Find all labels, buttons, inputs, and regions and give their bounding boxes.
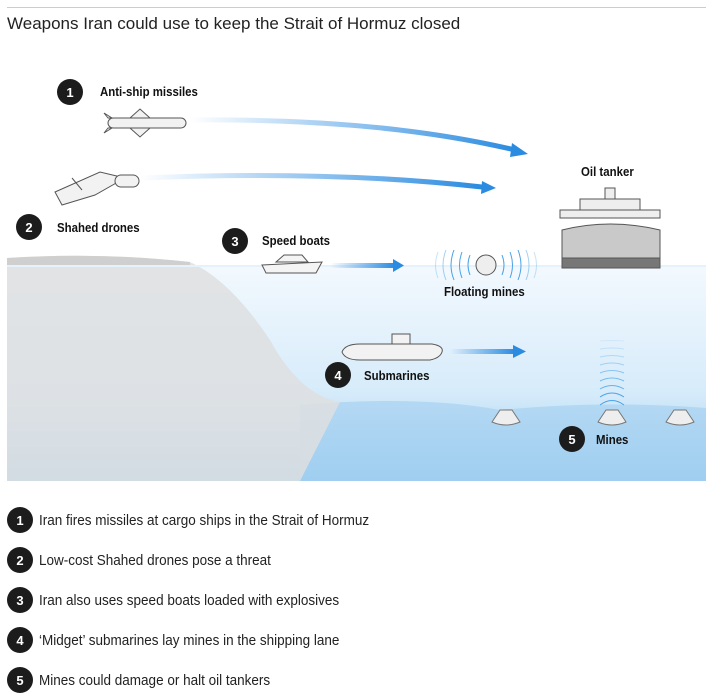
land-shelf [7, 255, 340, 481]
legend-number: 4 [7, 627, 33, 653]
legend-number: 5 [7, 667, 33, 693]
drone-trajectory-arrow [139, 172, 483, 190]
legend-item: 1 Iran fires missiles at cargo ships in t… [7, 500, 406, 540]
legend-list: 1 Iran fires missiles at cargo ships in t… [7, 500, 406, 700]
label-anti-ship-missiles: Anti-ship missiles [100, 84, 198, 99]
legend-text: Iran also uses speed boats loaded with e… [39, 591, 340, 609]
legend-number: 1 [7, 507, 33, 533]
illustration [7, 108, 706, 481]
legend-item: 5 Mines could damage or halt oil tankers [7, 660, 406, 700]
legend-text: Mines could damage or halt oil tankers [39, 671, 271, 689]
callout-number: 2 [16, 214, 42, 240]
legend-number: 2 [7, 547, 33, 573]
legend-item: 4 ‘Midget’ submarines lay mines in the sh… [7, 620, 406, 660]
legend-text: ‘Midget’ submarines lay mines in the shi… [39, 631, 340, 649]
floating-mine-icon [435, 249, 537, 281]
label-speed-boats: Speed boats [262, 233, 331, 248]
label-shahed-drones: Shahed drones [57, 220, 140, 235]
label-floating-mines: Floating mines [444, 284, 525, 299]
label-oil-tanker: Oil tanker [581, 164, 634, 179]
legend-item: 3 Iran also uses speed boats loaded with … [7, 580, 406, 620]
oil-tanker-icon [559, 187, 661, 269]
submarine-icon [341, 333, 443, 361]
callout-number: 4 [325, 362, 351, 388]
legend-text: Low-cost Shahed drones pose a threat [39, 551, 271, 569]
callout-number: 1 [57, 79, 83, 105]
speed-boat-icon [261, 254, 323, 274]
top-rule [7, 7, 706, 8]
page-title: Weapons Iran could use to keep the Strai… [7, 14, 461, 33]
seabed-mines [491, 409, 695, 426]
label-submarines: Submarines [364, 368, 430, 383]
callout-number: 3 [222, 228, 248, 254]
label-mines: Mines [596, 432, 629, 447]
missile-trajectory-arrow [189, 117, 516, 153]
arrowhead [510, 143, 528, 157]
legend-number: 3 [7, 587, 33, 613]
missile-icon [103, 108, 187, 138]
mine-signal-waves [599, 340, 625, 406]
land-top [7, 255, 190, 266]
callout-number: 5 [559, 426, 585, 452]
boat-arrow [330, 263, 395, 268]
drone-icon [54, 171, 140, 206]
legend-text: Iran fires missiles at cargo ships in th… [39, 511, 370, 529]
arrowhead [481, 181, 496, 194]
legend-item: 2 Low-cost Shahed drones pose a threat [7, 540, 406, 580]
submarine-arrow [450, 349, 515, 354]
